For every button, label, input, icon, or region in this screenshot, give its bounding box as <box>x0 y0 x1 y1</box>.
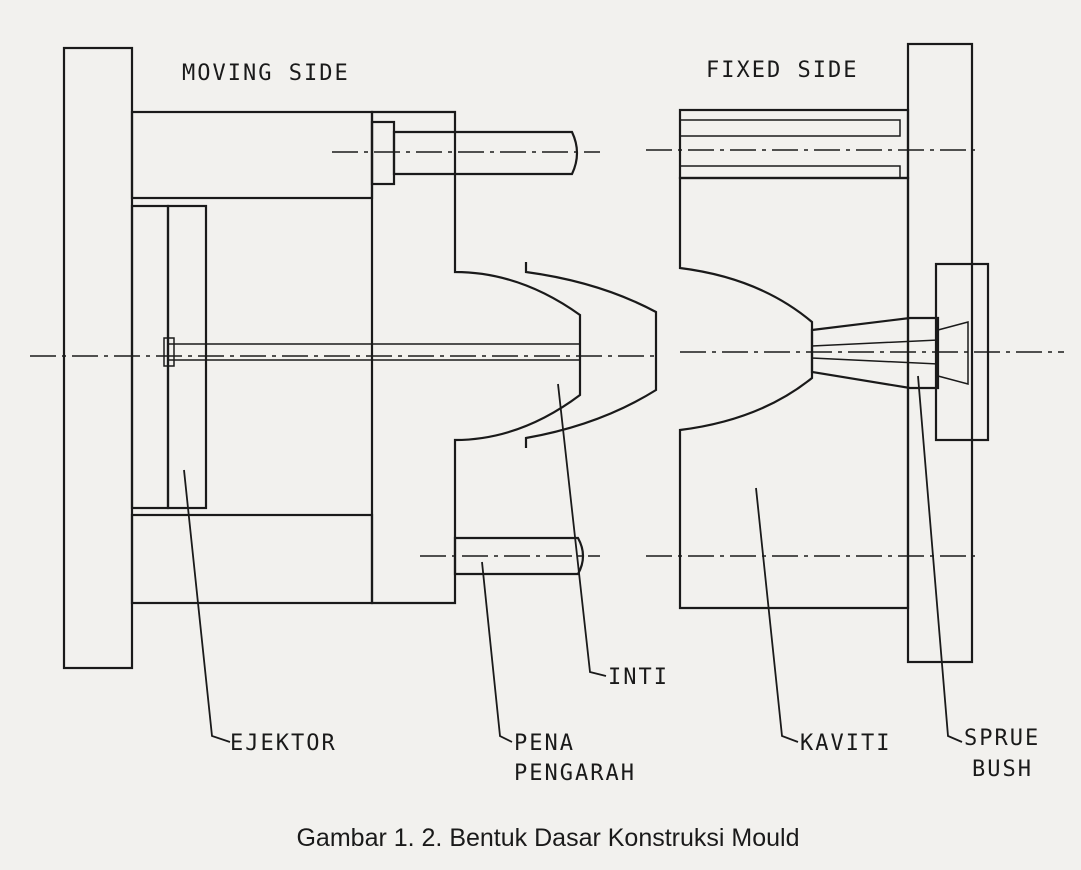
ejector-pin-head <box>163 337 175 367</box>
leader-ejektor <box>183 469 231 743</box>
label-moving-side: MOVING SIDE <box>182 61 350 86</box>
leader-inti <box>557 383 607 677</box>
spacer-block-top <box>130 110 374 200</box>
ejector-pin <box>167 343 581 361</box>
label-pena: PENA <box>514 731 575 756</box>
core-plate <box>370 110 582 605</box>
label-kaviti: KAVITI <box>800 731 891 756</box>
figure-caption: Gambar 1. 2. Bentuk Dasar Konstruksi Mou… <box>296 824 799 852</box>
leader-kaviti <box>755 487 799 743</box>
moving-half <box>62 46 658 670</box>
guide-pin-bottom <box>453 536 585 576</box>
leader-sprue <box>917 375 963 743</box>
spacer-block-bottom <box>130 513 374 605</box>
label-pengarah: PENGARAH <box>514 761 636 786</box>
label-sprue: SPRUE <box>964 726 1040 751</box>
label-bush: BUSH <box>972 757 1033 782</box>
sprue-seat <box>937 321 969 385</box>
moving-clamp-plate <box>62 46 134 670</box>
fixed-clamp-plate <box>906 42 974 664</box>
fixed-half <box>678 42 990 664</box>
cavity-plate <box>678 176 910 610</box>
moulded-part <box>524 262 658 448</box>
guide-pin-head-top <box>370 120 396 186</box>
guide-bush-lower <box>679 165 901 179</box>
leader-pena <box>481 561 513 743</box>
label-fixed-side: FIXED SIDE <box>706 58 858 83</box>
sprue-bush <box>810 316 940 390</box>
centre-lines <box>30 149 1064 557</box>
leader-lines <box>183 375 963 743</box>
ejector-retainer-plate <box>130 204 170 510</box>
guide-bush <box>679 119 901 137</box>
label-inti: INTI <box>608 665 669 690</box>
guide-pin-top <box>392 130 579 176</box>
label-ejektor: EJEKTOR <box>230 731 337 756</box>
